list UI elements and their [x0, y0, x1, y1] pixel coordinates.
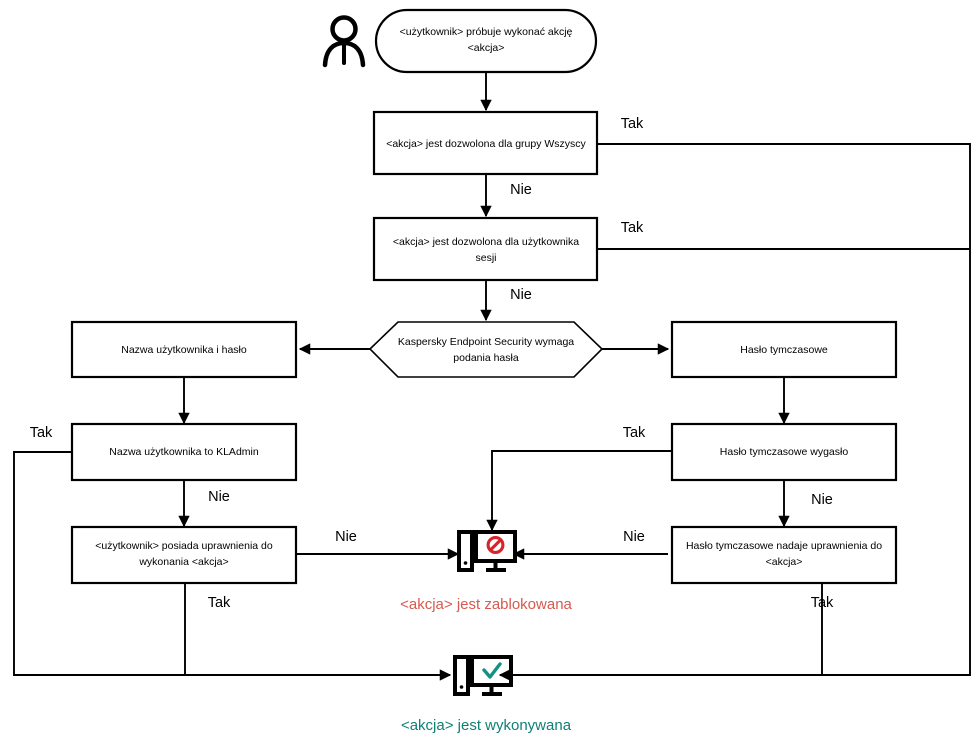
- edge-label-permissions-no: Nie: [335, 529, 357, 545]
- edge-label-expired-no: Nie: [811, 492, 833, 508]
- blocked-caption: <akcja> jest zablokowana: [400, 596, 572, 613]
- edge-everyone-yes: [498, 143, 971, 681]
- node-temporary-password-line1: Hasło tymczasowe: [740, 344, 828, 356]
- node-kes-line1: Kaspersky Endpoint Security wymaga: [398, 336, 574, 348]
- edge-label-permissions-yes: Tak: [208, 595, 231, 611]
- edge-labels: Tak Nie Tak Nie Tak Nie Nie Tak Tak Nie …: [30, 116, 834, 611]
- edge-label-session-no: Nie: [510, 287, 532, 303]
- edge-label-expired-yes: Tak: [623, 425, 646, 441]
- node-kes-line2: podania hasła: [453, 352, 519, 364]
- edge-label-everyone-yes: Tak: [621, 116, 644, 132]
- edge-kladmin-yes: [13, 451, 452, 681]
- node-kladmin-line1: Nazwa użytkownika to KLAdmin: [109, 446, 259, 458]
- edge-label-grants-yes: Tak: [811, 595, 834, 611]
- edge-label-kladmin-no: Nie: [208, 489, 230, 505]
- computer-blocked-icon: [457, 530, 517, 572]
- node-grants-line1: Hasło tymczasowe nadaje uprawnienia do: [686, 540, 882, 552]
- node-start-line2: <akcja>: [468, 42, 505, 54]
- node-allowed-everyone: <akcja> jest dozwolona dla grupy Wszyscy: [372, 110, 599, 176]
- node-allowed-session-line2: sesji: [475, 252, 496, 264]
- edge-label-kladmin-yes: Tak: [30, 425, 53, 441]
- node-username-is-kladmin: Nazwa użytkownika to KLAdmin: [70, 422, 298, 482]
- edge-label-everyone-no: Nie: [510, 182, 532, 198]
- user-actor-icon: [322, 15, 366, 68]
- node-username-password: Nazwa użytkownika i hasło: [70, 320, 298, 379]
- node-allowed-session-user: <akcja> jest dozwolona dla użytkownika s…: [372, 216, 599, 282]
- node-kes-requires-password: Kaspersky Endpoint Security wymaga podan…: [368, 321, 604, 378]
- node-grants-line2: <akcja>: [766, 556, 803, 568]
- node-expired-line1: Hasło tymczasowe wygasło: [720, 446, 849, 458]
- node-allowed-session-line1: <akcja> jest dozwolona dla użytkownika: [393, 236, 579, 248]
- node-permissions-line2: wykonania <akcja>: [138, 556, 228, 568]
- executed-caption: <akcja> jest wykonywana: [401, 717, 572, 734]
- node-start: <użytkownik> próbuje wykonać akcję <akcj…: [374, 8, 598, 74]
- node-permissions-line1: <użytkownik> posiada uprawnienia do: [95, 540, 273, 552]
- computer-check-icon: [453, 655, 513, 696]
- node-temporary-password: Hasło tymczasowe: [670, 320, 898, 379]
- connectors: [13, 72, 971, 681]
- node-allowed-everyone-line1: <akcja> jest dozwolona dla grupy Wszyscy: [386, 138, 586, 150]
- node-temp-password-expired: Hasło tymczasowe wygasło: [670, 422, 898, 482]
- node-user-has-permissions: <użytkownik> posiada uprawnienia do wyko…: [70, 525, 298, 585]
- node-temp-password-grants: Hasło tymczasowe nadaje uprawnienia do <…: [670, 525, 898, 585]
- edge-expired-yes: [486, 450, 672, 532]
- node-start-line1: <użytkownik> próbuje wykonać akcję: [400, 26, 573, 38]
- node-username-password-line1: Nazwa użytkownika i hasło: [121, 344, 247, 356]
- edge-label-grants-no: Nie: [623, 529, 645, 545]
- edge-label-session-yes: Tak: [621, 220, 644, 236]
